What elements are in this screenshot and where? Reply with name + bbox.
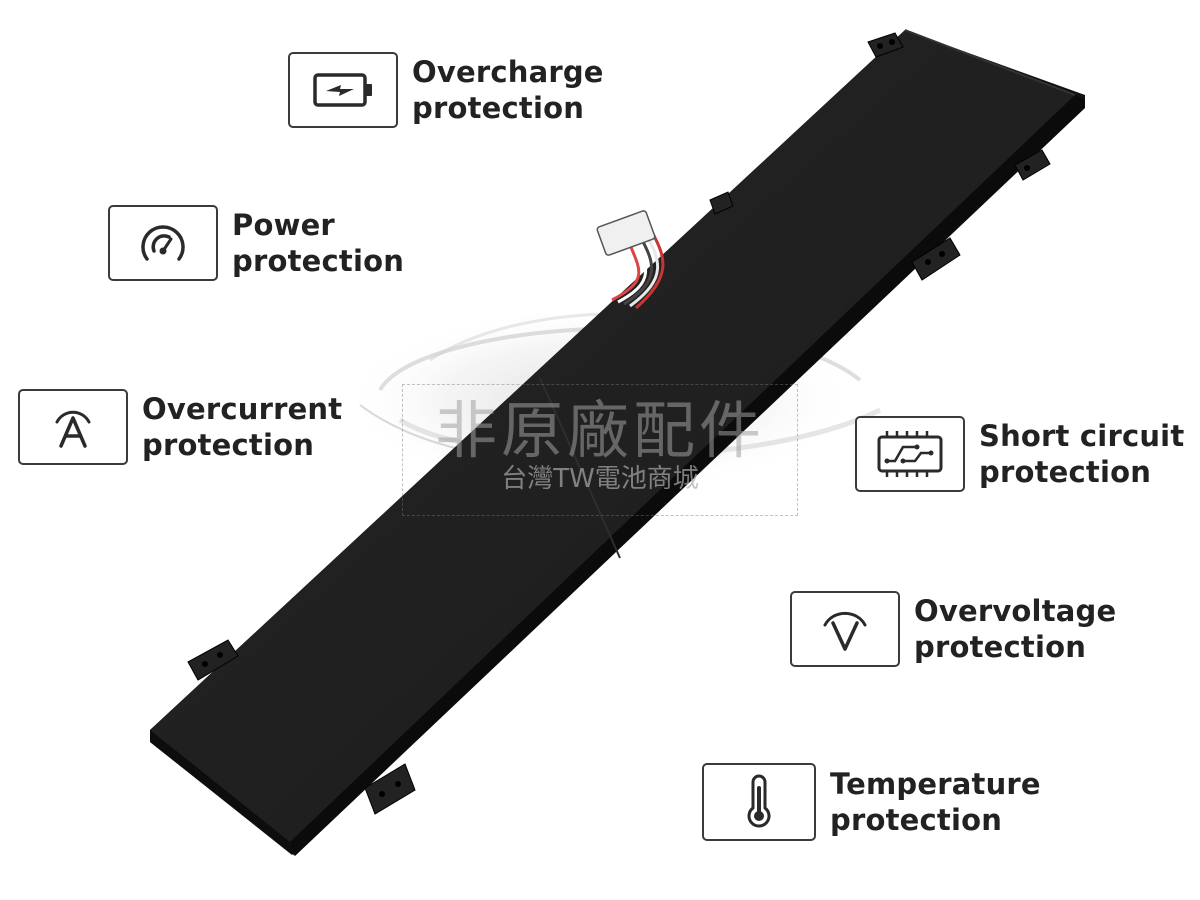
thermometer-icon	[747, 774, 771, 828]
feature-icon-box	[288, 52, 398, 128]
feature-overcharge: Overcharge protection	[288, 52, 604, 128]
feature-title: Overcurrent	[142, 392, 343, 426]
feature-icon-box	[108, 205, 218, 281]
mounting-tab	[709, 191, 734, 215]
feature-temperature: Temperature protection	[702, 763, 1041, 841]
voltage-icon	[823, 611, 867, 651]
feature-title: Power	[232, 208, 335, 242]
feature-subtitle: protection	[412, 91, 585, 125]
feature-icon-box	[855, 416, 965, 492]
feature-subtitle: protection	[232, 244, 405, 278]
mounting-tab	[1014, 149, 1051, 181]
feature-icon-box	[18, 389, 128, 465]
feature-icon-box	[790, 591, 900, 667]
feature-overvoltage: Overvoltage protection	[790, 591, 1116, 667]
feature-label: Power protection	[232, 207, 404, 279]
circuit-board-icon	[877, 431, 943, 477]
feature-subtitle: protection	[914, 630, 1087, 664]
feature-label: Temperature protection	[830, 766, 1041, 838]
feature-subtitle: protection	[830, 803, 1003, 837]
feature-label: Overvoltage protection	[914, 593, 1116, 665]
battery-connector-cable	[596, 210, 665, 310]
battery-pack	[150, 29, 1085, 856]
feature-title: Overvoltage	[914, 594, 1117, 628]
feature-title: Overcharge	[412, 55, 604, 89]
feature-title: Temperature	[830, 767, 1041, 801]
feature-icon-box	[702, 763, 816, 841]
mounting-tab	[867, 32, 904, 58]
feature-short-circuit: Short circuit protection	[855, 416, 1184, 492]
mounting-tab	[187, 639, 239, 681]
feature-overcurrent: Overcurrent protection	[18, 389, 342, 465]
gauge-icon	[141, 225, 185, 261]
feature-label: Short circuit protection	[979, 418, 1184, 490]
feature-subtitle: protection	[979, 455, 1152, 489]
ampere-icon	[55, 410, 91, 448]
feature-power: Power protection	[108, 205, 404, 281]
feature-label: Overcharge protection	[412, 54, 604, 126]
feature-label: Overcurrent protection	[142, 391, 342, 463]
feature-subtitle: protection	[142, 428, 315, 462]
mounting-tab	[911, 237, 961, 281]
mounting-tab	[364, 763, 416, 815]
feature-title: Short circuit	[979, 419, 1185, 453]
battery-charge-icon	[313, 73, 372, 107]
